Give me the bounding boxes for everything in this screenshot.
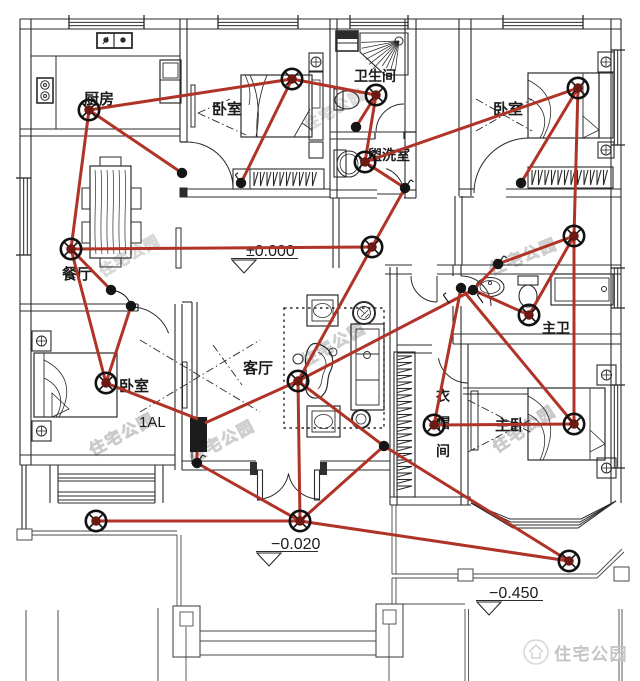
svg-text:±0.000: ±0.000 — [246, 243, 295, 260]
svg-text:卧室: 卧室 — [212, 100, 242, 118]
svg-text:卫生间: 卫生间 — [354, 68, 396, 84]
svg-text:厨房: 厨房 — [84, 90, 114, 108]
svg-text:住宅公园: 住宅公园 — [554, 644, 628, 664]
svg-text:卧室: 卧室 — [119, 377, 149, 395]
svg-text:1AL: 1AL — [139, 414, 166, 431]
svg-text:客厅: 客厅 — [242, 359, 273, 377]
svg-text:间: 间 — [436, 443, 450, 459]
svg-text:主卫: 主卫 — [542, 320, 570, 336]
svg-text:−0.020: −0.020 — [271, 536, 320, 553]
svg-text:−0.450: −0.450 — [489, 585, 538, 602]
